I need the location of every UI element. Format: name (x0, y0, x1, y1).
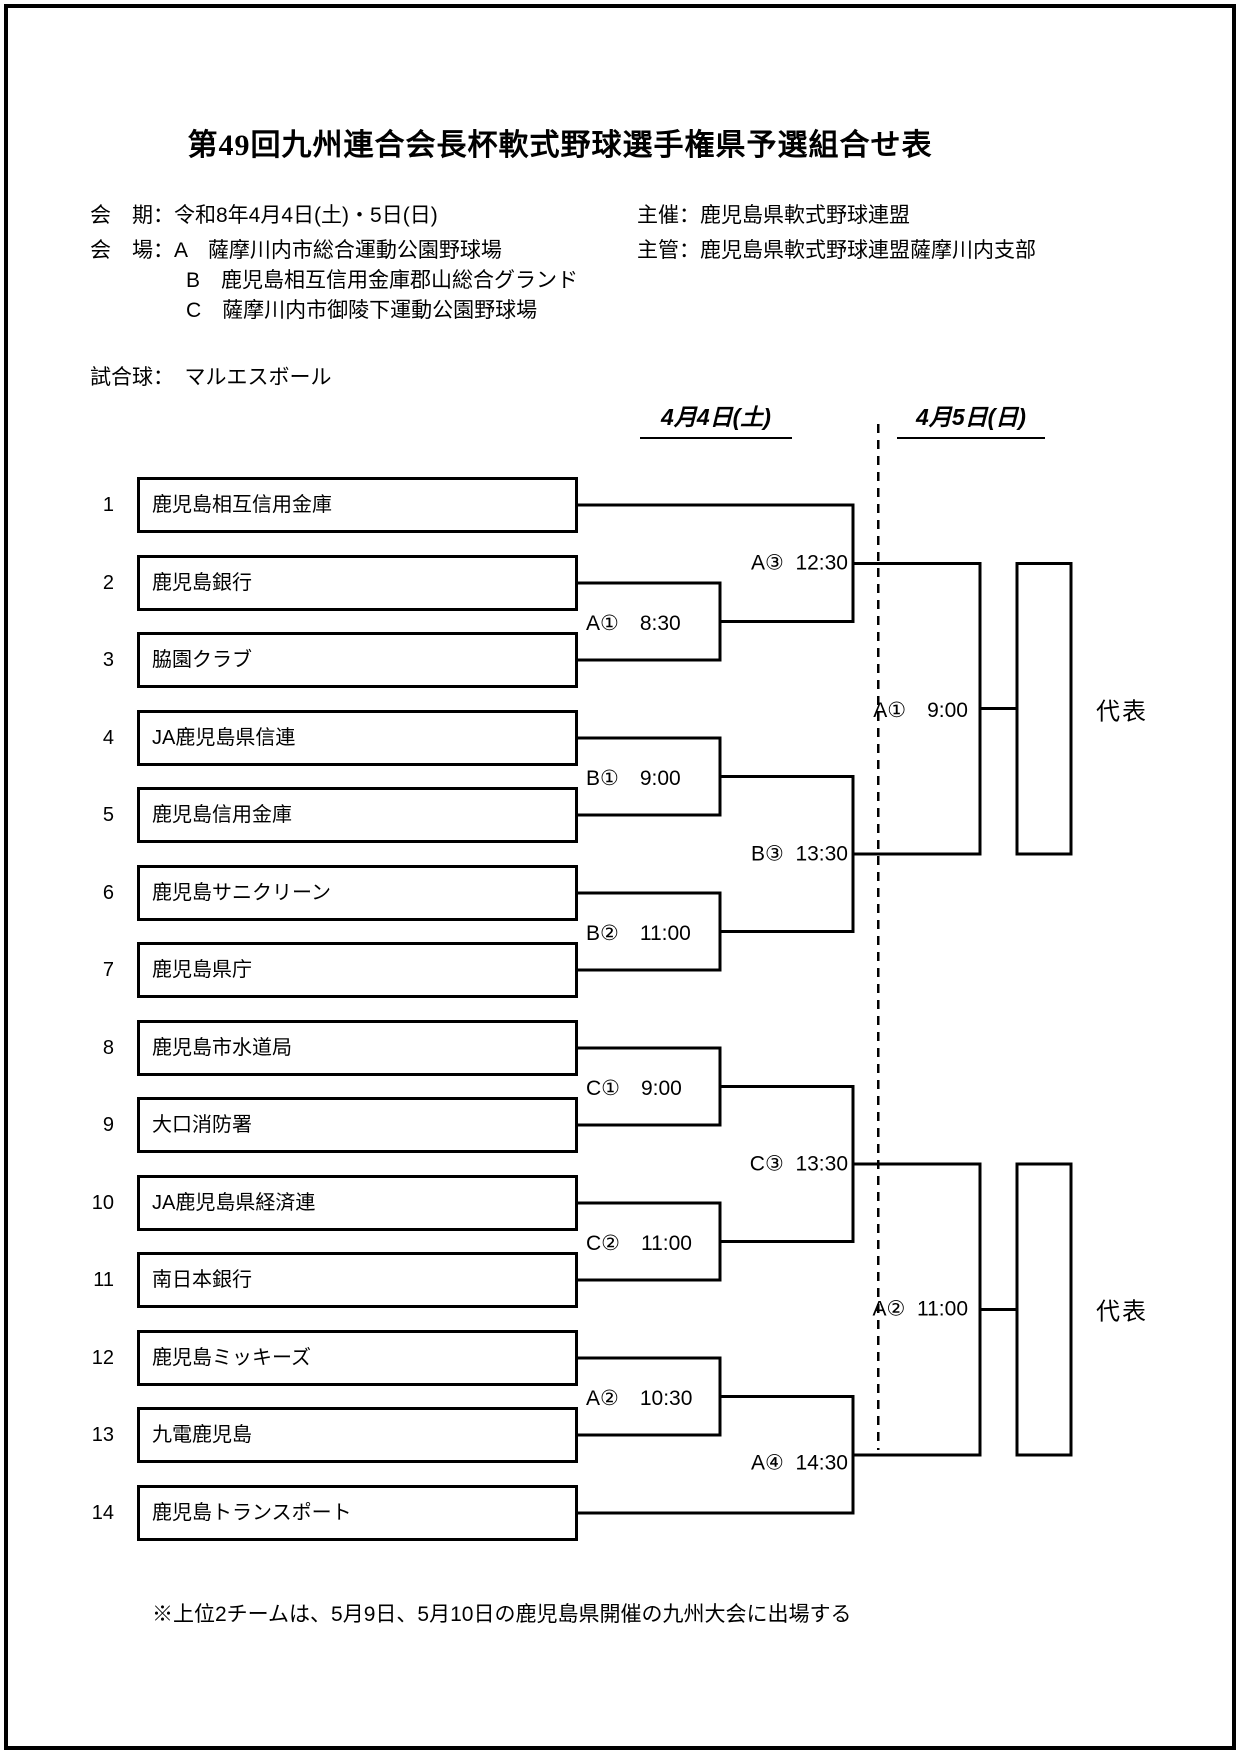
match-label-day1-a3: A③ 12:30 (750, 551, 848, 575)
team-box: 大口消防署 (137, 1097, 578, 1153)
seed-number: 6 (102, 882, 114, 904)
team-box: JA鹿児島県経済連 (137, 1175, 578, 1231)
seed-number: 7 (102, 959, 114, 981)
team-box: 九電鹿児島 (137, 1407, 578, 1463)
team-box: 南日本銀行 (137, 1252, 578, 1308)
seed-number: 12 (91, 1347, 114, 1369)
seed-number: 10 (91, 1192, 114, 1214)
day2-header: 4月5日(日) (897, 398, 1045, 439)
team-box: 鹿児島サニクリーン (137, 865, 578, 921)
session-line: 会 期：令和8年4月4日(土)・5日(日) (90, 204, 438, 227)
match-label-day1-a2: A② 10:30 (586, 1386, 693, 1410)
match-label-day1-b3: B③ 13:30 (750, 842, 848, 866)
round1-connectors (578, 581, 853, 1437)
ball-line: 試合球： マルエスボール (90, 366, 332, 389)
team-box: JA鹿児島県信連 (137, 710, 578, 766)
seed-number: 11 (93, 1269, 114, 1291)
match-label-day1-b1: B① 9:00 (586, 766, 681, 790)
match-label-day1-b2: B② 11:00 (586, 921, 691, 945)
venue-line-b: B 鹿児島相互信用金庫郡山総合グランド (186, 269, 579, 292)
seed-number: 1 (102, 494, 114, 516)
team-box: 鹿児島市水道局 (137, 1020, 578, 1076)
venue-line-a: 会 場：A 薩摩川内市総合運動公園野球場 (90, 239, 502, 262)
supervisor-line: 主管：鹿児島県軟式野球連盟薩摩川内支部 (637, 239, 1036, 262)
team-box: 鹿児島相互信用金庫 (137, 477, 578, 533)
representative-box-bottom (1015, 1162, 1073, 1457)
seed-number: 9 (102, 1114, 114, 1136)
seed-number: 4 (102, 727, 114, 749)
seed-number: 14 (91, 1502, 114, 1524)
match-label-day2-a1: A① 9:00 (873, 698, 968, 722)
representative-box-top (1015, 561, 1073, 856)
organizer-line: 主催：鹿児島県軟式野球連盟 (637, 204, 910, 227)
team-box: 鹿児島銀行 (137, 555, 578, 611)
match-label-day1-a1: A① 8:30 (586, 611, 681, 635)
seed-number: 3 (102, 649, 114, 671)
bye-lines (578, 503, 853, 1515)
team-box: 鹿児島ミッキーズ (137, 1330, 578, 1386)
team-box: 鹿児島トランスポート (137, 1485, 578, 1541)
match-label-day1-c2: C② 11:00 (586, 1231, 692, 1255)
footnote: ※上位2チームは、5月9日、5月10日の鹿児島県開催の九州大会に出場する (152, 1603, 852, 1626)
representative-label-bottom: 代表 (1096, 1298, 1148, 1326)
page-title: 第49回九州連合会長杯軟式野球選手権県予選組合せ表 (187, 129, 933, 162)
seed-number: 2 (102, 572, 114, 594)
match-label-day2-a2: A② 11:00 (872, 1297, 969, 1321)
team-box: 鹿児島信用金庫 (137, 787, 578, 843)
seed-number: 5 (102, 804, 114, 826)
match-label-day1-a4: A④ 14:30 (750, 1451, 848, 1475)
seed-number: 13 (91, 1424, 114, 1446)
round2-connectors (851, 503, 980, 1515)
representative-label-top: 代表 (1096, 698, 1148, 726)
team-box: 脇園クラブ (137, 632, 578, 688)
match-label-day1-c3: C③ 13:30 (749, 1152, 848, 1176)
match-label-day1-c1: C① 9:00 (586, 1076, 682, 1100)
seed-number: 8 (102, 1037, 114, 1059)
day1-header: 4月4日(土) (640, 398, 792, 439)
semifinal-connectors (978, 561, 1017, 1457)
team-box: 鹿児島県庁 (137, 942, 578, 998)
venue-line-c: C 薩摩川内市御陵下運動公園野球場 (186, 299, 538, 322)
